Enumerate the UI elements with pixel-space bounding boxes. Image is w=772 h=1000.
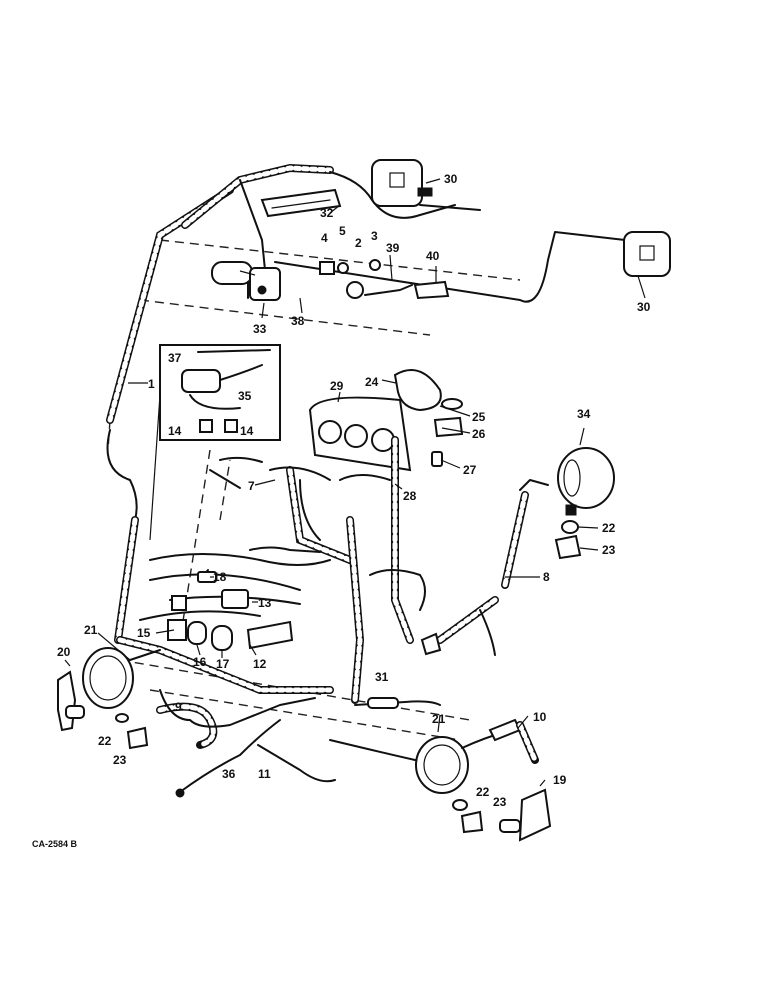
washer-22-left	[115, 713, 129, 723]
harness-upper-roof-loom	[181, 163, 626, 303]
washer-22-right-lower	[452, 799, 468, 811]
callout-11: 11	[258, 767, 271, 781]
callout-17: 17	[216, 657, 230, 671]
connector-10	[488, 718, 539, 764]
callout-38: 38	[291, 314, 305, 328]
main-harness-center	[209, 436, 426, 704]
lamp-34	[557, 447, 615, 516]
callout-1: 1	[148, 377, 155, 391]
callout-40: 40	[426, 249, 440, 263]
callout-23-lower-right: 23	[493, 795, 507, 809]
callout-23-upper-right: 23	[602, 543, 616, 557]
headlamp-21-left	[82, 647, 161, 709]
washer-22-right-upper	[561, 520, 579, 534]
lever-24	[393, 369, 442, 412]
callout-7: 7	[248, 479, 255, 493]
callout-4: 4	[321, 231, 328, 245]
callout-5: 5	[339, 224, 346, 238]
callout-27: 27	[463, 463, 477, 477]
callout-35: 35	[238, 389, 252, 403]
inset-relay-box	[149, 344, 281, 541]
callout-21-left: 21	[84, 623, 98, 637]
work-lamp-30-right	[623, 231, 671, 277]
harness-9-36-11	[156, 689, 336, 798]
callout-15: 15	[137, 626, 151, 640]
callout-19: 19	[553, 773, 567, 787]
callout-14-right: 14	[240, 424, 254, 438]
switch-assembly-33	[211, 261, 281, 301]
callout-3: 3	[371, 229, 378, 243]
clamp-23-left	[126, 726, 149, 750]
callout-2: 2	[355, 236, 362, 250]
cab-frame-outline	[107, 239, 521, 741]
callout-labels: 1 2 3 4 5 7 8 9 10 11 12 13 14 14 15 16 …	[32, 172, 651, 849]
callout-28: 28	[403, 489, 417, 503]
callout-37: 37	[168, 351, 182, 365]
clamp-23-right-lower	[460, 810, 484, 834]
headlamp-21-right	[329, 727, 521, 794]
callout-32: 32	[320, 206, 334, 220]
callout-12: 12	[253, 657, 267, 671]
callout-23-left: 23	[113, 753, 127, 767]
callout-26: 26	[472, 427, 486, 441]
callout-18: 18	[213, 570, 227, 584]
callout-9: 9	[175, 700, 182, 714]
callout-22-left: 22	[98, 734, 112, 748]
figure-code: CA-2584 B	[32, 839, 78, 849]
bracket-20	[57, 670, 85, 732]
callout-10: 10	[533, 710, 547, 724]
switch-plate-32	[260, 188, 342, 218]
callout-24: 24	[365, 375, 379, 389]
callout-39: 39	[386, 241, 400, 255]
callout-20: 20	[57, 645, 71, 659]
lower-left-harness	[116, 553, 334, 694]
harness-8	[420, 479, 549, 656]
clamp-23-right-upper	[554, 534, 582, 560]
parts-25-26-27	[431, 398, 464, 467]
callout-29: 29	[330, 379, 344, 393]
relays-and-switches	[167, 571, 294, 651]
small-fittings-group	[319, 259, 450, 300]
bracket-19	[499, 788, 552, 842]
callout-22-upper-right: 22	[602, 521, 616, 535]
work-lamp-30-top	[371, 159, 433, 207]
leader-lines	[64, 178, 646, 787]
callout-30-top: 30	[444, 172, 458, 186]
callout-16: 16	[193, 655, 207, 669]
callout-36: 36	[222, 767, 236, 781]
callout-34: 34	[577, 407, 591, 421]
cable-31	[354, 697, 441, 709]
callout-14-left: 14	[168, 424, 182, 438]
callout-21-right: 21	[432, 712, 446, 726]
callout-30-right: 30	[637, 300, 651, 314]
callout-25: 25	[472, 410, 486, 424]
callout-8: 8	[543, 570, 550, 584]
callout-13: 13	[258, 596, 272, 610]
callout-31: 31	[375, 670, 389, 684]
callout-33: 33	[253, 322, 267, 336]
callout-22-lower-right: 22	[476, 785, 490, 799]
